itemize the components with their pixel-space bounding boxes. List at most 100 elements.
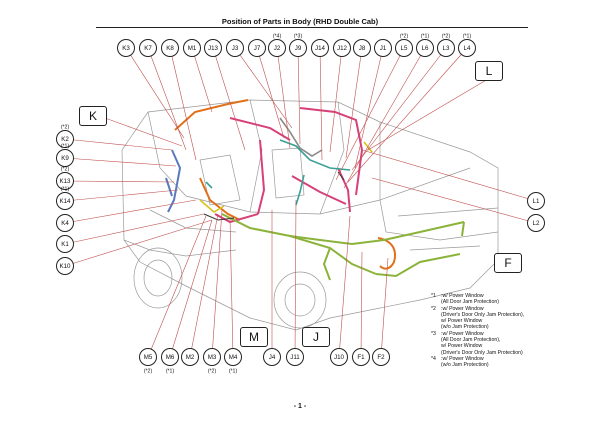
connector-circle [161,348,179,366]
leader-line-k10 [64,219,213,267]
connector-j4: J4 [263,348,281,366]
connector-label: K4 [61,220,69,227]
harness-blue [165,149,182,213]
connector-label: L3 [443,45,450,52]
leader-line-j2 [276,47,291,149]
footnote: *2:w/ Power Window (Driver's Door Only J… [431,306,581,331]
connector-label: J3 [232,45,239,52]
group-label-k: K [79,106,107,126]
connector-m2: M2 [181,348,199,366]
leader-line-k4 [64,199,197,224]
connector-l3: L3 (*2) [437,34,455,57]
connector-circle [311,39,329,57]
connector-note: (*4) [273,34,282,40]
connector-j3: J3 [226,39,244,57]
footnote-mark: *2 [431,305,436,312]
footnote-mark: *1 [431,293,436,299]
connector-label: K13 [59,178,71,185]
connector-circle [203,348,221,366]
connector-circle [56,257,74,275]
connector-label: J9 [295,45,302,52]
leader-line-f1 [360,251,363,358]
connector-circle [183,39,201,57]
connector-circle [352,348,370,366]
leader-line-l2 [371,177,537,224]
connector-circle [139,348,157,366]
connector-label: K7 [144,45,152,52]
leader-line-l1 [361,149,537,202]
connector-k1: K1 [56,235,74,253]
leader-line-k3 [125,47,185,139]
connector-m6: M6(*1) [161,348,179,375]
connector-j10: J10 [330,348,348,366]
connector-label: J1 [380,45,387,52]
connector-circle [289,39,307,57]
connector-circle [395,39,413,57]
leader-line-m1 [191,47,213,113]
connector-note: (*1) [229,369,238,375]
leader-line-m6 [169,219,213,358]
connector-circle [204,39,222,57]
connector-f1: F1 [352,348,370,366]
connector-circle [268,39,286,57]
connector-label: L1 [533,198,540,205]
connector-l4: L4(*1) [458,34,476,57]
connector-j11: J11 [286,348,304,366]
connector-circle [161,39,179,57]
connector-label: M2 [186,354,195,361]
footnote-mark: *4 [431,355,436,362]
connector-circle [56,214,74,232]
leader-line-group-k [104,117,183,147]
connector-label: F2 [377,354,385,361]
connector-label: J8 [359,45,366,52]
connector-l2: L2 [527,214,545,232]
harness-green [221,213,465,281]
leader-lines [64,47,537,358]
connector-circle [374,39,392,57]
connector-label: J4 [269,354,276,361]
leader-line-k14 [64,189,179,202]
leader-line-group-l [367,78,489,151]
connector-j1: J1 [374,39,392,57]
group-label-f: F [494,253,522,273]
connector-label: M3 [208,354,217,361]
connector-circle [527,192,545,210]
connector-l1: L1 [527,192,545,210]
connector-note: (*2) [144,369,153,375]
connector-label: K2 [61,136,69,143]
connector-circle [286,348,304,366]
connector-l6: L6(*1) [416,34,434,57]
connector-note: (*2) [442,34,451,40]
connector-j8: J8 [353,39,371,57]
footnote-text: :w/ Power Window (w/o Jam Protection) [441,355,489,369]
connector-m3: M3(*2) [203,348,221,375]
leader-line-j10 [338,215,351,358]
connector-k10: K10 [56,257,74,275]
connector-circle [56,172,74,190]
connector-circle [56,149,74,167]
connector-circle [181,348,199,366]
connector-label: K3 [122,45,130,52]
group-label-m: M [240,327,268,347]
harness-teal [205,139,351,206]
leader-line-l3 [351,47,447,171]
leader-line-k13 [64,180,175,183]
connector-label: K10 [59,263,71,270]
connector-label: F1 [357,354,365,361]
leader-line-k8 [169,47,197,161]
connector-label: L6 [422,45,429,52]
leader-line-j1 [354,47,384,169]
footnote-text: :w/ Power Window (All Door Jam Protectio… [441,293,499,306]
connector-circle [248,39,266,57]
harness-gray [279,117,323,157]
leader-line-l5 [335,47,405,181]
connector-j13: J13 [204,39,222,57]
leader-line-j8 [345,47,363,159]
connector-circle [527,214,545,232]
connector-circle [353,39,371,57]
leader-line-m3 [211,209,223,358]
connector-note: (*2) [61,167,70,173]
connector-k14: K14(*1) [56,187,74,210]
connector-label: J11 [290,354,300,361]
